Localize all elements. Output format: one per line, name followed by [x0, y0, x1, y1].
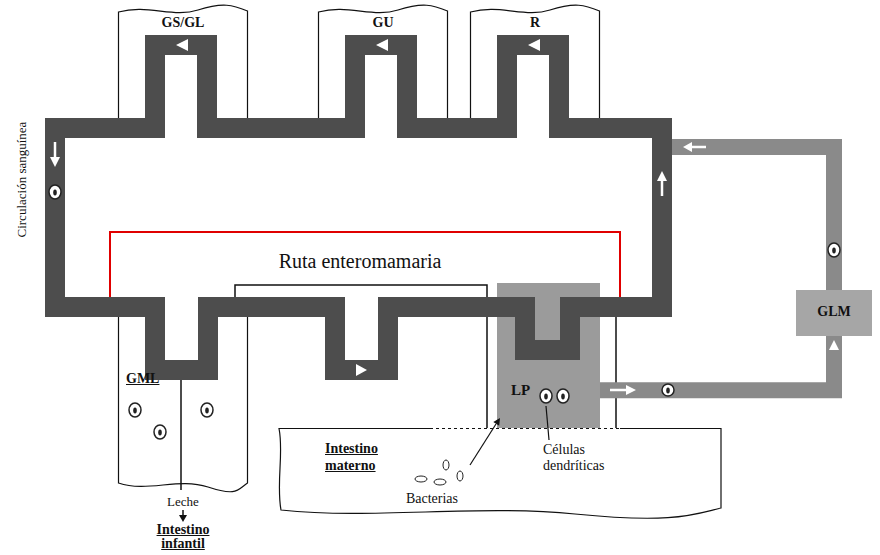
tissue-box: R: [470, 2, 600, 118]
flow-arrow: [54, 142, 57, 159]
route-bracket: [615, 317, 617, 428]
bacterium: [457, 471, 463, 481]
lamina-propria-box: LP: [497, 283, 600, 428]
tissue-box: GU: [318, 2, 448, 118]
node-text: Intestino materno: [325, 440, 405, 474]
outline-path: [319, 5, 448, 118]
flow-arrow: [610, 389, 628, 392]
uptake-arrow: [470, 424, 496, 465]
leader-line: [546, 406, 549, 440]
route-label: Ruta enteromamaria: [279, 249, 442, 273]
axis-label: Circulación sanguínea: [14, 122, 30, 238]
dendritic-cell: [540, 389, 552, 403]
flow-arrow: [176, 39, 188, 51]
bacterium: [415, 476, 427, 482]
uptake-arrow: [493, 418, 500, 426]
lymph-connector: [600, 336, 839, 390]
lymph-vessel: [672, 147, 834, 290]
label-holder: Circulación sanguínea: [12, 121, 30, 238]
label-holder: Células dendríticas: [543, 442, 628, 474]
immune-cell: [49, 185, 61, 199]
node-text: GU: [318, 14, 448, 31]
outline-path: [119, 317, 248, 492]
immune-cell: [662, 384, 674, 396]
immune-cell: [666, 388, 670, 394]
route-outline: [110, 232, 620, 297]
flow-arrow: [376, 39, 388, 51]
node-text: LP: [511, 381, 530, 399]
intestine-box: Intestino materno: [275, 428, 722, 520]
bacteria-label: Bacterias: [406, 490, 458, 507]
lymph-vessel: [600, 336, 834, 390]
infant-gut-label: Intestino infantil: [147, 523, 219, 551]
blood-vessel: [55, 45, 662, 370]
flow-arrow: [356, 364, 367, 376]
lymph-node-box: GLM: [796, 290, 872, 336]
flow-arrow: [661, 179, 664, 196]
label-holder: Bacterias: [406, 489, 460, 507]
outline-path: [119, 5, 248, 118]
node-text: GLM: [796, 303, 872, 320]
milk-arrow: [179, 515, 187, 522]
immune-cell: [129, 403, 141, 417]
bacterium: [443, 460, 449, 470]
flow-arrow: [528, 39, 540, 51]
label-holder: Intestino infantil: [147, 523, 220, 551]
flow-arrow: [657, 171, 667, 181]
flow-arrow: [50, 157, 60, 167]
outline-path: [471, 5, 600, 118]
outline-path: [279, 429, 721, 519]
milk-line: [180, 380, 182, 490]
node-text: GML: [126, 370, 159, 387]
milk-label: Leche: [167, 494, 199, 510]
node-text: GS/GL: [118, 14, 248, 31]
label-holder: Ruta enteromamaria: [279, 249, 443, 273]
label-holder: Leche: [167, 492, 200, 510]
outline-path: [430, 428, 620, 429]
immune-cell: [828, 243, 840, 257]
immune-cell: [154, 425, 166, 439]
flow-arrow: [683, 142, 692, 152]
flow-arrow: [626, 385, 636, 395]
immune-cell: [201, 403, 213, 417]
gland-box: GML: [118, 317, 248, 493]
dendritic-label: Células dendríticas: [543, 442, 627, 474]
flow-arrow: [690, 146, 706, 149]
connector-head: [829, 340, 839, 350]
dendritic-cell: [557, 389, 569, 403]
bacterium: [434, 479, 446, 485]
node-text: R: [470, 14, 600, 31]
tissue-box: GS/GL: [118, 2, 248, 118]
node-outline: [118, 317, 248, 493]
